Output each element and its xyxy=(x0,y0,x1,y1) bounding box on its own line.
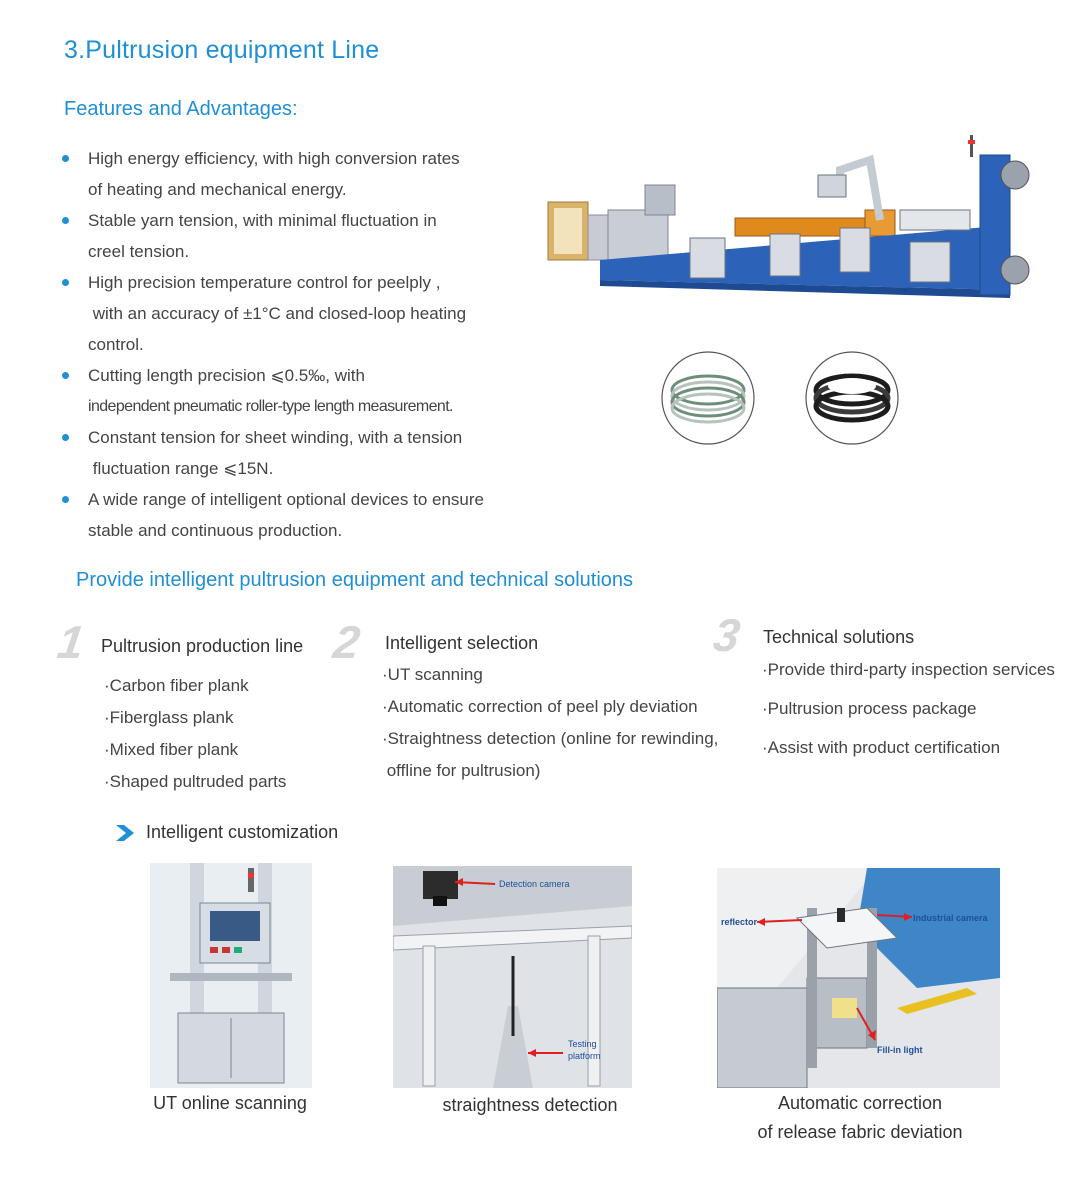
carbon-plank-coil-image xyxy=(805,351,899,445)
deviation-correction-photo: reflector Industrial camera Fill-in ligh… xyxy=(717,868,1000,1088)
feature-text: High energy efficiency, with high conver… xyxy=(88,149,460,168)
feature-text: High precision temperature control for p… xyxy=(88,273,441,292)
photo-caption-line1: Automatic correction xyxy=(777,1093,943,1113)
feature-text: Cutting length precision ⩽0.5‰, with xyxy=(88,366,365,385)
column-title: Intelligent selection xyxy=(385,633,539,653)
bullet-icon xyxy=(62,279,69,286)
customization-heading: Intelligent customization xyxy=(146,822,339,842)
bullet-icon xyxy=(62,434,69,441)
bullet-icon xyxy=(62,372,69,379)
pultrusion-machine-image xyxy=(547,135,1030,298)
fiber-plank-coil-image xyxy=(661,351,755,445)
column-item: ·Assist with product certification xyxy=(762,738,1001,757)
feature-item: A wide range of intelligent optional dev… xyxy=(62,484,512,546)
column-item: ·Pultrusion process package xyxy=(762,699,977,718)
feature-text: of heating and mechanical energy. xyxy=(88,180,347,199)
ut-scanning-photo xyxy=(150,863,312,1088)
testing-label: Testing xyxy=(568,1039,597,1049)
column-item: ·Straightness detection (online for rewi… xyxy=(382,729,719,748)
detection-camera-label: Detection camera xyxy=(499,879,570,889)
feature-text: fluctuation range ⩽15N. xyxy=(88,459,274,478)
features-heading: Features and Advantages: xyxy=(64,98,298,120)
feature-text: control. xyxy=(88,335,144,354)
column-item: ·Fiberglass plank xyxy=(104,708,234,727)
column-item: offline for pultrusion) xyxy=(382,761,541,780)
bullet-icon xyxy=(62,496,69,503)
column-item: ·Automatic correction of peel ply deviat… xyxy=(382,697,698,716)
feature-item: High precision temperature control for p… xyxy=(62,267,512,360)
chevron-right-icon xyxy=(116,825,134,841)
column-number-2: 2 xyxy=(330,616,364,668)
feature-item: High energy efficiency, with high conver… xyxy=(62,143,512,205)
solutions-heading: Provide intelligent pultrusion equipment… xyxy=(76,569,634,591)
reflector-label: reflector xyxy=(721,917,758,927)
photo-caption-line2: of release fabric deviation xyxy=(757,1122,963,1142)
column-number-3: 3 xyxy=(710,609,744,661)
platform-label: platform xyxy=(568,1051,601,1061)
photo-caption: straightness detection xyxy=(442,1095,618,1115)
photo-caption: UT online scanning xyxy=(153,1093,307,1113)
column-number-1: 1 xyxy=(54,616,88,668)
feature-text: with an accuracy of ±1°C and closed-loop… xyxy=(88,304,467,323)
feature-text: creel tension. xyxy=(88,242,190,261)
column-title: Pultrusion production line xyxy=(101,636,304,656)
column-title: Technical solutions xyxy=(763,627,915,647)
straightness-detection-photo: Detection camera Testing platform xyxy=(393,866,632,1088)
industrial-camera-label: Industrial camera xyxy=(913,913,989,923)
page-title: 3.Pultrusion equipment Line xyxy=(64,36,380,64)
feature-text: Stable yarn tension, with minimal fluctu… xyxy=(88,211,437,230)
column-item: ·UT scanning xyxy=(382,665,483,684)
feature-item: Constant tension for sheet winding, with… xyxy=(62,422,512,484)
fill-in-light-label: Fill-in light xyxy=(877,1045,923,1055)
feature-text: Constant tension for sheet winding, with… xyxy=(88,428,463,447)
column-item: ·Mixed fiber plank xyxy=(104,740,239,759)
feature-text: stable and continuous production. xyxy=(88,521,343,540)
feature-item: Cutting length precision ⩽0.5‰, with ind… xyxy=(62,360,512,422)
column-item: ·Provide third-party inspection services xyxy=(762,660,1055,679)
column-item: ·Carbon fiber plank xyxy=(104,676,249,695)
bullet-icon xyxy=(62,155,69,162)
column-item: ·Shaped pultruded parts xyxy=(104,772,287,791)
feature-item: Stable yarn tension, with minimal fluctu… xyxy=(62,205,512,267)
feature-text: A wide range of intelligent optional dev… xyxy=(88,490,484,509)
feature-text: independent pneumatic roller-type length… xyxy=(88,398,453,415)
bullet-icon xyxy=(62,217,69,224)
